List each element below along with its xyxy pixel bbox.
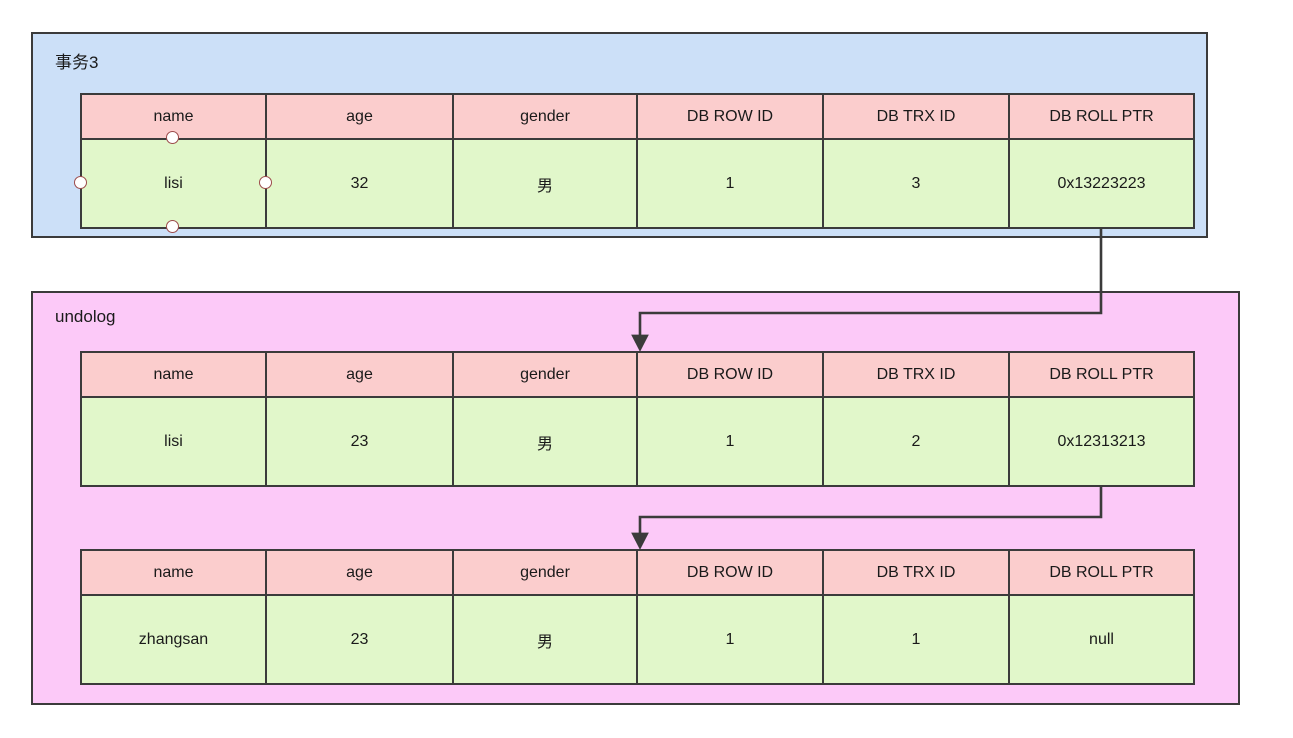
cell-db-roll-ptr[interactable]: null [1008,594,1195,685]
header-cell-db-trx-id: DB TRX ID [822,549,1010,596]
selection-handle-bottom[interactable] [166,220,179,233]
cell-gender[interactable]: 男 [452,396,638,487]
selection-handle-top[interactable] [166,131,179,144]
header-cell-name: name [80,549,267,596]
cell-age[interactable]: 32 [265,138,454,229]
header-cell-db-row-id: DB ROW ID [636,549,824,596]
cell-db-trx-id[interactable]: 3 [822,138,1010,229]
undolog-group-label: undolog [55,307,116,326]
table-header-row: name age gender DB ROW ID DB TRX ID DB R… [80,351,1195,398]
header-cell-name: name [80,351,267,398]
cell-gender[interactable]: 男 [452,594,638,685]
cell-db-row-id[interactable]: 1 [636,594,824,685]
cell-db-trx-id[interactable]: 1 [822,594,1010,685]
table-header-row: name age gender DB ROW ID DB TRX ID DB R… [80,93,1195,140]
cell-db-row-id[interactable]: 1 [636,138,824,229]
table-header-row: name age gender DB ROW ID DB TRX ID DB R… [80,549,1195,596]
header-cell-gender: gender [452,93,638,140]
header-cell-db-roll-ptr: DB ROLL PTR [1008,351,1195,398]
header-cell-db-roll-ptr: DB ROLL PTR [1008,549,1195,596]
cell-age[interactable]: 23 [265,594,454,685]
header-cell-age: age [265,93,454,140]
header-cell-gender: gender [452,351,638,398]
transaction-record-table[interactable]: name age gender DB ROW ID DB TRX ID DB R… [80,93,1195,229]
cell-db-roll-ptr[interactable]: 0x13223223 [1008,138,1195,229]
header-cell-db-row-id: DB ROW ID [636,93,824,140]
cell-name[interactable]: lisi [80,138,267,229]
header-cell-db-row-id: DB ROW ID [636,351,824,398]
transaction-group-label: 事务3 [55,53,99,72]
header-cell-db-trx-id: DB TRX ID [822,93,1010,140]
cell-db-row-id[interactable]: 1 [636,396,824,487]
cell-gender[interactable]: 男 [452,138,638,229]
table-body-row[interactable]: zhangsan 23 男 1 1 null [80,594,1195,685]
header-cell-name: name [80,93,267,140]
cell-db-trx-id[interactable]: 2 [822,396,1010,487]
selection-handle-right[interactable] [259,176,272,189]
header-cell-gender: gender [452,549,638,596]
cell-name[interactable]: lisi [80,396,267,487]
undolog-record-table-1[interactable]: name age gender DB ROW ID DB TRX ID DB R… [80,351,1195,487]
header-cell-db-roll-ptr: DB ROLL PTR [1008,93,1195,140]
cell-db-roll-ptr[interactable]: 0x12313213 [1008,396,1195,487]
cell-name[interactable]: zhangsan [80,594,267,685]
selection-handle-left[interactable] [74,176,87,189]
header-cell-age: age [265,549,454,596]
table-body-row[interactable]: lisi 23 男 1 2 0x12313213 [80,396,1195,487]
header-cell-db-trx-id: DB TRX ID [822,351,1010,398]
header-cell-age: age [265,351,454,398]
undolog-record-table-2[interactable]: name age gender DB ROW ID DB TRX ID DB R… [80,549,1195,685]
cell-age[interactable]: 23 [265,396,454,487]
table-body-row[interactable]: lisi 32 男 1 3 0x13223223 [80,138,1195,229]
